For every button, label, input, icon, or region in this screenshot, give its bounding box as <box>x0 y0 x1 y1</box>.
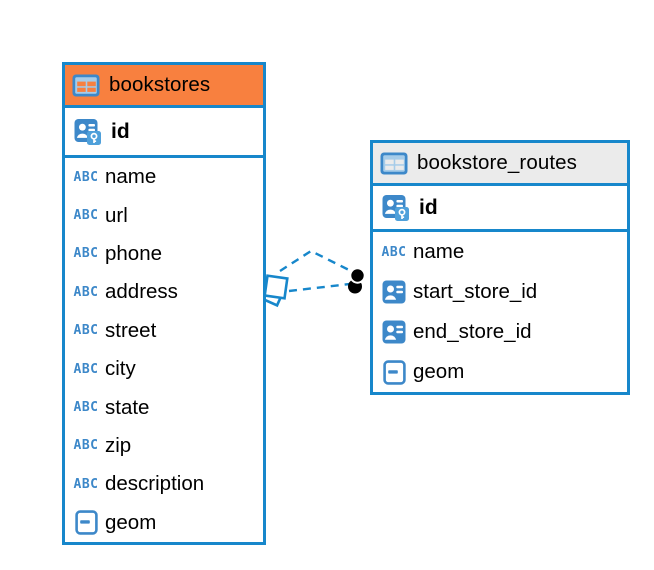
column-row-start_store_id[interactable]: start_store_id <box>373 272 627 312</box>
column-row-geom[interactable]: geom <box>65 504 263 542</box>
column-name-label: id <box>419 195 438 219</box>
primary-key-row[interactable]: id <box>65 108 263 158</box>
text-type-icon: ABC <box>73 361 99 377</box>
text-type-icon: ABC <box>73 438 99 454</box>
column-list: ABC name start_store_id end_store_id geom <box>373 232 627 392</box>
table-icon <box>72 74 100 97</box>
primary-key-icon <box>71 118 103 145</box>
column-row-name[interactable]: ABC name <box>65 158 263 196</box>
relationship-target-marker[interactable] <box>348 267 366 294</box>
column-name-label: street <box>105 318 157 342</box>
column-name-label: phone <box>105 241 163 265</box>
column-name-label: name <box>413 240 465 263</box>
column-name-label: city <box>105 357 136 381</box>
column-row-end_store_id[interactable]: end_store_id <box>373 312 627 352</box>
table-name-label: bookstores <box>109 73 211 96</box>
reference-type-icon <box>377 280 411 304</box>
column-row-address[interactable]: ABC address <box>65 273 263 311</box>
column-row-phone[interactable]: ABC phone <box>65 235 263 273</box>
text-type-icon: ABC <box>73 323 99 339</box>
table-header[interactable]: bookstores <box>65 65 263 108</box>
column-row-name[interactable]: ABC name <box>373 232 627 272</box>
text-type-icon: ABC <box>73 284 99 300</box>
column-name-label: geom <box>105 510 157 534</box>
column-row-state[interactable]: ABC state <box>65 388 263 426</box>
primary-key-row[interactable]: id <box>373 186 627 232</box>
text-type-icon: ABC <box>381 244 407 260</box>
column-row-url[interactable]: ABC url <box>65 196 263 234</box>
table-header[interactable]: bookstore_routes <box>373 143 627 186</box>
text-type-icon: ABC <box>73 169 99 185</box>
text-type-icon: ABC <box>73 208 99 224</box>
relationship-line-start-store[interactable] <box>279 249 354 274</box>
column-name-label: name <box>105 165 157 189</box>
text-type-icon: ABC <box>73 400 99 416</box>
column-row-description[interactable]: ABC description <box>65 465 263 503</box>
text-type-icon: ABC <box>73 246 99 262</box>
column-name-label: url <box>105 203 128 227</box>
table-name-label: bookstore_routes <box>417 151 578 174</box>
column-row-geom[interactable]: geom <box>373 352 627 392</box>
column-name-label: address <box>105 280 178 304</box>
column-name-label: end_store_id <box>413 320 532 343</box>
table-bookstore-routes[interactable]: bookstore_routes id ABC name start_store_… <box>370 140 630 395</box>
column-name-label: zip <box>105 433 132 457</box>
table-icon <box>380 152 408 175</box>
column-name-label: start_store_id <box>413 280 538 303</box>
column-name-label: state <box>105 395 150 419</box>
column-row-city[interactable]: ABC city <box>65 350 263 388</box>
relationship-line-end-store[interactable] <box>288 282 351 293</box>
geometry-type-icon <box>377 359 411 385</box>
primary-key-icon <box>379 194 411 221</box>
column-name-label: id <box>111 119 130 143</box>
column-name-label: geom <box>413 360 465 383</box>
reference-type-icon <box>377 320 411 344</box>
text-type-icon: ABC <box>73 476 99 492</box>
column-name-label: description <box>105 472 205 496</box>
column-row-street[interactable]: ABC street <box>65 312 263 350</box>
column-row-zip[interactable]: ABC zip <box>65 427 263 465</box>
geometry-type-icon <box>69 510 103 535</box>
